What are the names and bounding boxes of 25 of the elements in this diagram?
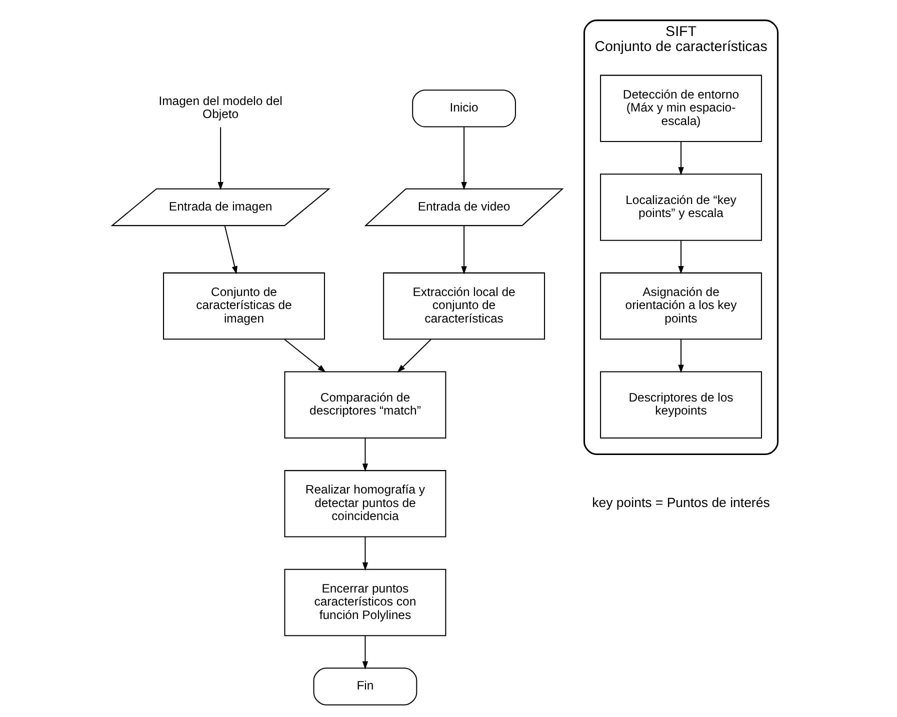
arrow <box>460 226 466 274</box>
node-box: Realizar homografía y detectar puntos de coincidencia <box>284 470 446 538</box>
arrow <box>284 338 326 372</box>
label: key points = Puntos de interés <box>592 495 770 510</box>
arrow <box>460 127 466 190</box>
node-box: Descriptores de los keypoints <box>600 371 762 438</box>
arrow <box>362 438 368 472</box>
arrow <box>224 226 237 274</box>
node-box: Inicio <box>412 90 516 128</box>
node-box: Detección de entorno (Máx y min espacio-escala) <box>600 74 762 142</box>
arrow <box>678 339 684 373</box>
arrow <box>362 536 368 571</box>
arrow <box>678 240 684 274</box>
node-box: Comparación de descriptores “match” <box>284 371 446 438</box>
node-box: Fin <box>312 668 417 706</box>
arrow <box>217 127 223 190</box>
arrow <box>362 636 368 670</box>
arrow <box>678 142 684 176</box>
node-box: Asignación de orientación a los key points <box>600 272 762 340</box>
node-box: Extracción local de conjunto de características <box>382 272 544 340</box>
node-text: Imagen del modelo del Objeto <box>158 94 282 122</box>
node-box: Conjunto de características de imagen <box>162 272 324 340</box>
node-box: Encerrar puntos característicos con función Polylines <box>284 568 446 636</box>
arrow <box>396 338 431 372</box>
node-box: Localización de “key points” y escala <box>600 174 762 241</box>
